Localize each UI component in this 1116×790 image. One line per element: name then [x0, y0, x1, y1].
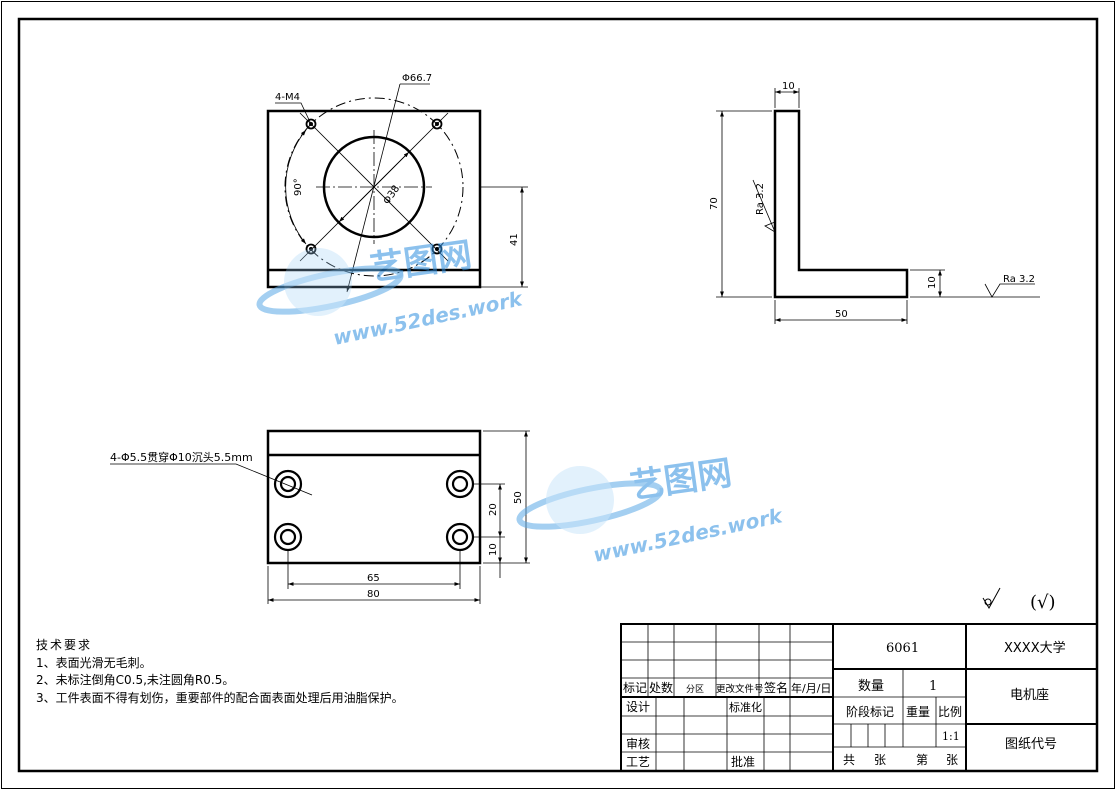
side-view-outline	[773, 109, 909, 299]
side-view: 10 70 Ra 3.2 50 10 Ra 3.2	[709, 81, 1040, 324]
material-value: 6061	[886, 641, 919, 656]
rev-header-zone: 分区	[686, 684, 704, 695]
quantity-value: 1	[929, 679, 937, 694]
design-label: 设计	[626, 700, 650, 714]
school-name: XXXX大学	[1004, 640, 1066, 656]
bolt-circle-callout: Φ66.7	[402, 73, 432, 84]
counterbore-hole-br	[445, 522, 475, 552]
thickness-label: 10	[782, 81, 795, 92]
check-label: 审核	[626, 736, 650, 751]
stage-mark-label: 阶段标记	[846, 704, 894, 719]
hole-pitch-y-label: 20	[488, 503, 499, 516]
sheet-number-label: 第	[916, 753, 928, 767]
tech-requirement-2: 2、未标注倒角C0.5,未注圆角R0.5。	[36, 672, 234, 687]
front-view-outline	[266, 109, 482, 289]
weight-label: 重量	[906, 705, 930, 719]
counterbore-hole-tr	[445, 469, 475, 499]
sheets-total-label: 共	[843, 753, 855, 767]
m4-leader	[275, 102, 312, 125]
tech-requirements: 技术要求 1、表面光滑无毛刺。 2、未标注倒角C0.5,未注圆角R0.5。 3、…	[36, 638, 404, 705]
bottom-view-outline	[266, 429, 482, 565]
standard-label: 标准化	[729, 700, 762, 714]
counterbore-leader	[110, 463, 313, 496]
bottom-width-label: 80	[367, 589, 380, 600]
rev-header-sign: 签名	[764, 680, 788, 695]
process-label: 工艺	[626, 755, 650, 769]
base-label: 50	[835, 309, 848, 320]
sheet-number-unit: 张	[946, 753, 958, 767]
tech-requirement-3: 3、工件表面不得有划伤，重要部件的配合面表面处理后用油脂保护。	[36, 690, 404, 705]
part-name: 电机座	[1010, 688, 1049, 703]
hole-offset-y-label: 10	[488, 543, 499, 556]
title-block-text: 6061 XXXX大学 电机座 图纸代号 数量 1 阶段标记 重量 比例 1:1…	[623, 640, 1066, 769]
rev-header-count: 处数	[649, 680, 673, 695]
inner-border	[17, 17, 1099, 773]
tech-requirement-1: 1、表面光滑无毛刺。	[36, 656, 152, 670]
angle-arc	[285, 129, 307, 245]
bottom-view: 4-Φ5.5贯穿Φ10沉头5.5mm 50 20 10 65 80	[110, 429, 530, 604]
bottom-height-label: 50	[513, 491, 524, 504]
surface-finish-symbol	[982, 587, 1001, 610]
watermark-1: 艺图网 www.52des.work	[256, 235, 526, 350]
ra-outer-label: Ra 3.2	[1003, 274, 1035, 285]
surface-finish-note: (√)	[1030, 592, 1056, 613]
bore-dimension-line	[338, 151, 410, 223]
height-label: 41	[509, 233, 520, 246]
counterbore-hole-bl	[273, 522, 303, 552]
counterbore-hole-tl	[273, 469, 303, 499]
watermark-2: 艺图网 www.52des.work	[516, 453, 786, 567]
rev-header-mark: 标记	[623, 681, 647, 695]
bolt-circle	[284, 97, 464, 277]
title-block	[620, 623, 1098, 772]
approve-label: 批准	[731, 754, 755, 769]
ra-symbol-outer	[984, 283, 1035, 298]
side-height-label: 70	[709, 197, 720, 210]
ra-inner-label: Ra 3.2	[755, 183, 766, 215]
watermark-brand-1: 艺图网	[368, 235, 475, 289]
foot-label: 10	[927, 276, 938, 289]
tech-requirements-heading: 技术要求	[36, 638, 92, 652]
m4-hole-bl	[305, 243, 317, 255]
m4-callout: 4-M4	[275, 92, 300, 103]
rev-header-date: 年/月/日	[791, 681, 831, 695]
rev-header-doc: 更改文件号	[716, 683, 764, 695]
scale-value: 1:1	[942, 730, 960, 743]
quantity-label: 数量	[858, 679, 884, 694]
ra-symbol-inner	[752, 179, 776, 233]
watermark-brand-2: 艺图网	[628, 453, 735, 507]
counterbore-callout: 4-Φ5.5贯穿Φ10沉头5.5mm	[110, 450, 253, 464]
angle-label: 90°	[293, 178, 304, 196]
surface-finish-circle	[984, 598, 992, 606]
sheets-total-unit: 张	[874, 753, 886, 767]
scale-label: 比例	[938, 705, 962, 719]
m4-hole-br	[431, 243, 443, 255]
hole-pitch-x-label: 65	[367, 573, 380, 584]
drawing-number: 图纸代号	[1005, 737, 1057, 752]
